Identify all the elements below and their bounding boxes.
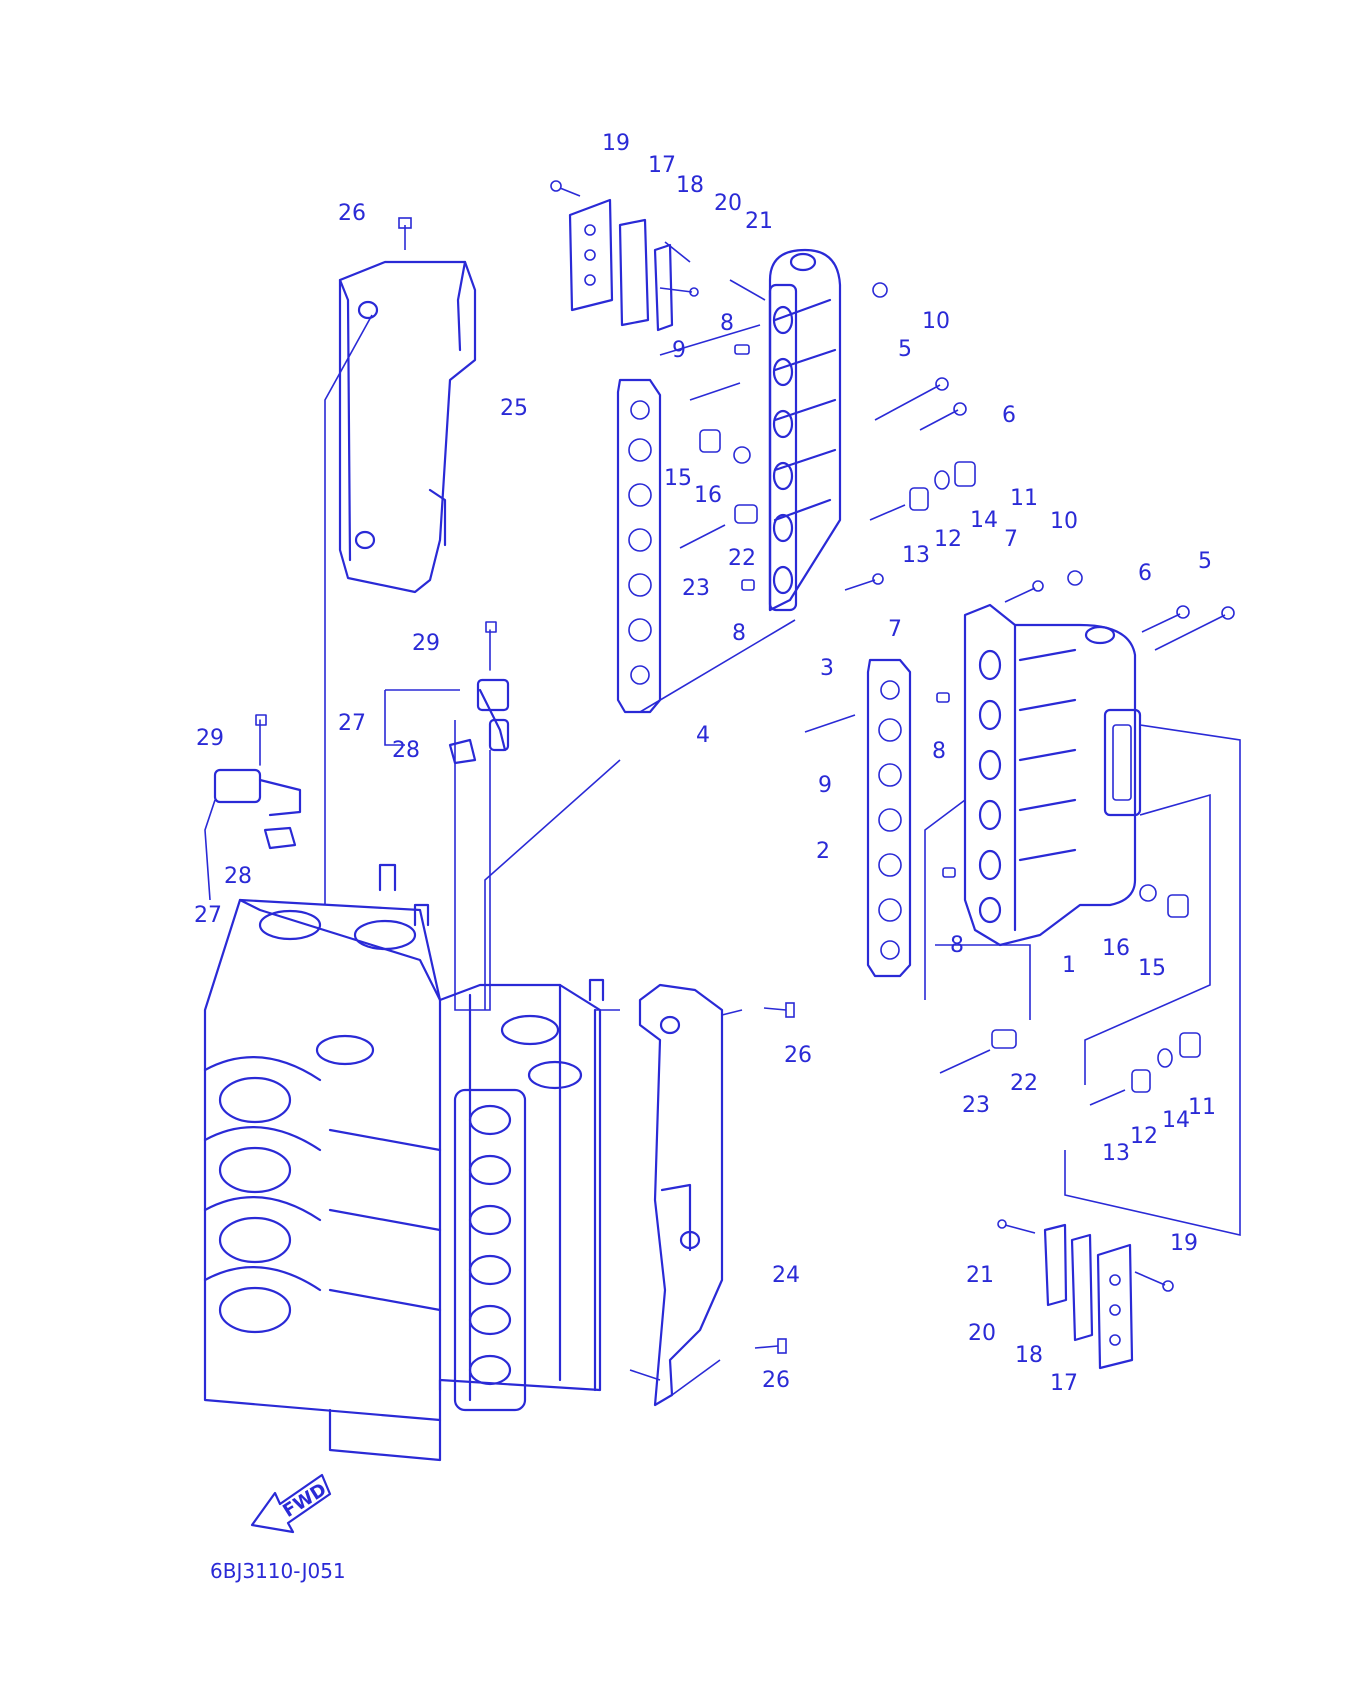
callout-3: 3	[820, 656, 834, 681]
callout-28-lower: 28	[224, 864, 252, 889]
cover-25	[338, 260, 477, 594]
callout-8-right: 8	[932, 739, 946, 764]
callout-23-right: 23	[962, 1093, 990, 1118]
leader-lines	[204, 241, 1241, 1396]
gasket-2	[866, 658, 912, 978]
callout-18-bottom: 18	[1015, 1343, 1043, 1368]
callout-23: 23	[682, 576, 710, 601]
cover-24	[638, 983, 724, 1407]
callout-4: 4	[696, 723, 710, 748]
cylinder-block	[203, 863, 605, 1462]
plate-assembly-top	[568, 198, 674, 332]
callout-14: 14	[970, 508, 998, 533]
callout-19: 19	[602, 131, 630, 156]
callout-10-right: 10	[1050, 509, 1078, 534]
callout-21: 21	[745, 209, 773, 234]
intake-manifold-3	[768, 248, 842, 612]
callout-7: 7	[888, 617, 902, 642]
callout-13: 13	[902, 543, 930, 568]
callout-6: 6	[1002, 403, 1016, 428]
callout-13-right: 13	[1102, 1141, 1130, 1166]
callout-15: 15	[664, 466, 692, 491]
callout-27: 27	[338, 711, 366, 736]
callout-17-bottom: 17	[1050, 1371, 1078, 1396]
callout-labels: 19 17 18 20 21 26 10 8 9 5 25 6 15 16 11…	[194, 131, 1216, 1396]
diagram-code: 6BJ3110-J051	[210, 1559, 346, 1583]
callout-20-bottom: 20	[968, 1321, 996, 1346]
callout-8: 8	[720, 311, 734, 336]
sensor-assembly-upper	[448, 621, 510, 765]
callout-28: 28	[392, 738, 420, 763]
callout-1: 1	[1062, 953, 1076, 978]
callout-26-bottom: 26	[762, 1368, 790, 1393]
callout-11-right: 11	[1188, 1095, 1216, 1120]
callout-12-right: 12	[1130, 1124, 1158, 1149]
callout-18: 18	[676, 173, 704, 198]
callout-26-center: 26	[784, 1043, 812, 1068]
callout-11: 11	[1010, 486, 1038, 511]
callout-2: 2	[816, 839, 830, 864]
callout-7-right: 7	[1004, 527, 1018, 552]
fasteners	[398, 180, 1235, 1354]
sensor-assembly-lower	[213, 714, 302, 850]
callout-17: 17	[648, 153, 676, 178]
callout-8-mid: 8	[732, 621, 746, 646]
callout-21-bottom: 21	[966, 1263, 994, 1288]
callout-10: 10	[922, 309, 950, 334]
callout-25: 25	[500, 396, 528, 421]
callout-19-bottom: 19	[1170, 1231, 1198, 1256]
callout-5: 5	[898, 337, 912, 362]
plate-assembly-bottom	[1043, 1223, 1134, 1370]
callout-22: 22	[728, 546, 756, 571]
intake-manifold-1	[963, 603, 1142, 947]
callout-6-right: 6	[1138, 561, 1152, 586]
callout-14-right: 14	[1162, 1108, 1190, 1133]
callout-16: 16	[694, 483, 722, 508]
callout-9-right: 9	[818, 773, 832, 798]
callout-12: 12	[934, 527, 962, 552]
callout-8-bottom: 8	[950, 933, 964, 958]
callout-29-lower: 29	[196, 726, 224, 751]
callout-9: 9	[672, 338, 686, 363]
callout-15-right: 15	[1138, 956, 1166, 981]
callout-22-right: 22	[1010, 1071, 1038, 1096]
callout-24: 24	[772, 1263, 800, 1288]
callout-5-right: 5	[1198, 549, 1212, 574]
callout-16-right: 16	[1102, 936, 1130, 961]
callout-29: 29	[412, 631, 440, 656]
fwd-arrow: FWD	[250, 1473, 332, 1534]
callout-20: 20	[714, 191, 742, 216]
callout-27-lower: 27	[194, 903, 222, 928]
callout-26: 26	[338, 201, 366, 226]
gasket-4	[616, 378, 662, 714]
